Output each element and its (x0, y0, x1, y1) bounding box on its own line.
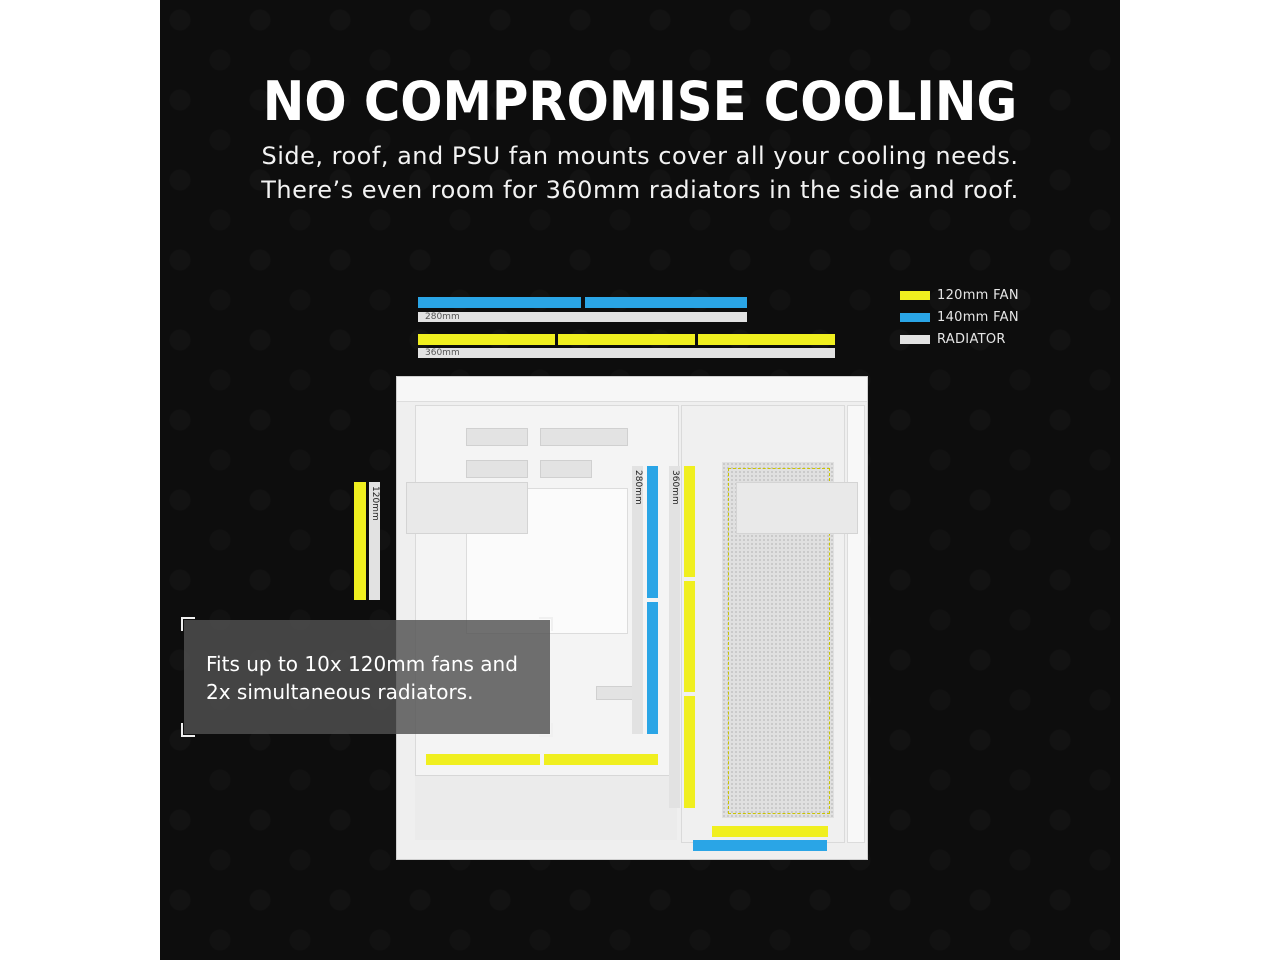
callout-box: Fits up to 10x 120mm fans and 2x simulta… (181, 617, 553, 737)
roof-360mm-label: 360mm (425, 348, 460, 358)
roof-140mm-fan-2 (585, 297, 747, 308)
shroud-120mm-fan-2 (544, 754, 658, 765)
side-120mm-fan-1 (684, 466, 695, 577)
legend-item-140mm-fan: 140mm FAN (900, 306, 1019, 328)
legend-label: RADIATOR (937, 331, 1006, 347)
rear-120mm-fan (354, 482, 366, 600)
roof-280mm-radiator (418, 312, 747, 322)
callout-line-1: Fits up to 10x 120mm fans and (206, 652, 518, 676)
bottom-120mm-fan (712, 826, 828, 837)
side-140mm-fan-1 (647, 466, 658, 598)
subtitle-line-2: There’s even room for 360mm radiators in… (261, 176, 1019, 204)
roof-140mm-fan-1 (418, 297, 581, 308)
roof-360mm-radiator (418, 348, 835, 358)
side-120mm-fan-2 (684, 581, 695, 692)
case-foot-left (406, 482, 528, 534)
roof-120mm-fan-2 (558, 334, 695, 345)
legend-swatch-140mm-fan (900, 312, 930, 322)
front-glass-edge (847, 405, 865, 843)
case-foot-right (736, 482, 858, 534)
side-fan-area-outline (728, 468, 830, 814)
headline: NO COMPROMISE COOLING (262, 70, 1018, 133)
shroud-120mm-fan-1 (426, 754, 540, 765)
roof-120mm-fan-1 (418, 334, 555, 345)
cooling-feature-panel: NO COMPROMISE COOLING Side, roof, and PS… (160, 0, 1120, 960)
legend-label: 140mm FAN (937, 309, 1019, 325)
psu-shroud (415, 775, 677, 840)
corner-bracket (539, 723, 553, 737)
corner-bracket (539, 617, 553, 631)
roof-280mm-label: 280mm (425, 312, 460, 322)
rear-120mm-label: 120mm (370, 486, 380, 521)
side-360mm-radiator (669, 466, 680, 808)
cable-cutout (540, 428, 628, 446)
side-280mm-radiator (632, 466, 643, 734)
rear-120mm-radiator (369, 482, 380, 600)
bottom-140mm-fan (693, 840, 827, 851)
side-120mm-fan-3 (684, 696, 695, 808)
legend-swatch-radiator (900, 334, 930, 344)
legend-item-radiator: RADIATOR (900, 328, 1019, 350)
legend-label: 120mm FAN (937, 287, 1019, 303)
roof-120mm-fan-3 (698, 334, 835, 345)
side-360mm-label: 360mm (670, 470, 680, 505)
cable-cutout (466, 460, 528, 478)
cable-cutout (466, 428, 528, 446)
side-280mm-label: 280mm (633, 470, 643, 505)
side-fan-compartment (681, 405, 845, 843)
callout-line-2: 2x simultaneous radiators. (206, 680, 474, 704)
legend: 120mm FAN 140mm FAN RADIATOR (900, 284, 1019, 350)
subtitle-line-1: Side, roof, and PSU fan mounts cover all… (261, 142, 1019, 170)
cable-cutout (540, 460, 592, 478)
corner-bracket (181, 723, 195, 737)
legend-swatch-120mm-fan (900, 290, 930, 300)
corner-bracket (181, 617, 195, 631)
side-140mm-fan-2 (647, 602, 658, 734)
case-top-panel (397, 377, 867, 402)
callout-text: Fits up to 10x 120mm fans and 2x simulta… (206, 650, 536, 706)
legend-item-120mm-fan: 120mm FAN (900, 284, 1019, 306)
